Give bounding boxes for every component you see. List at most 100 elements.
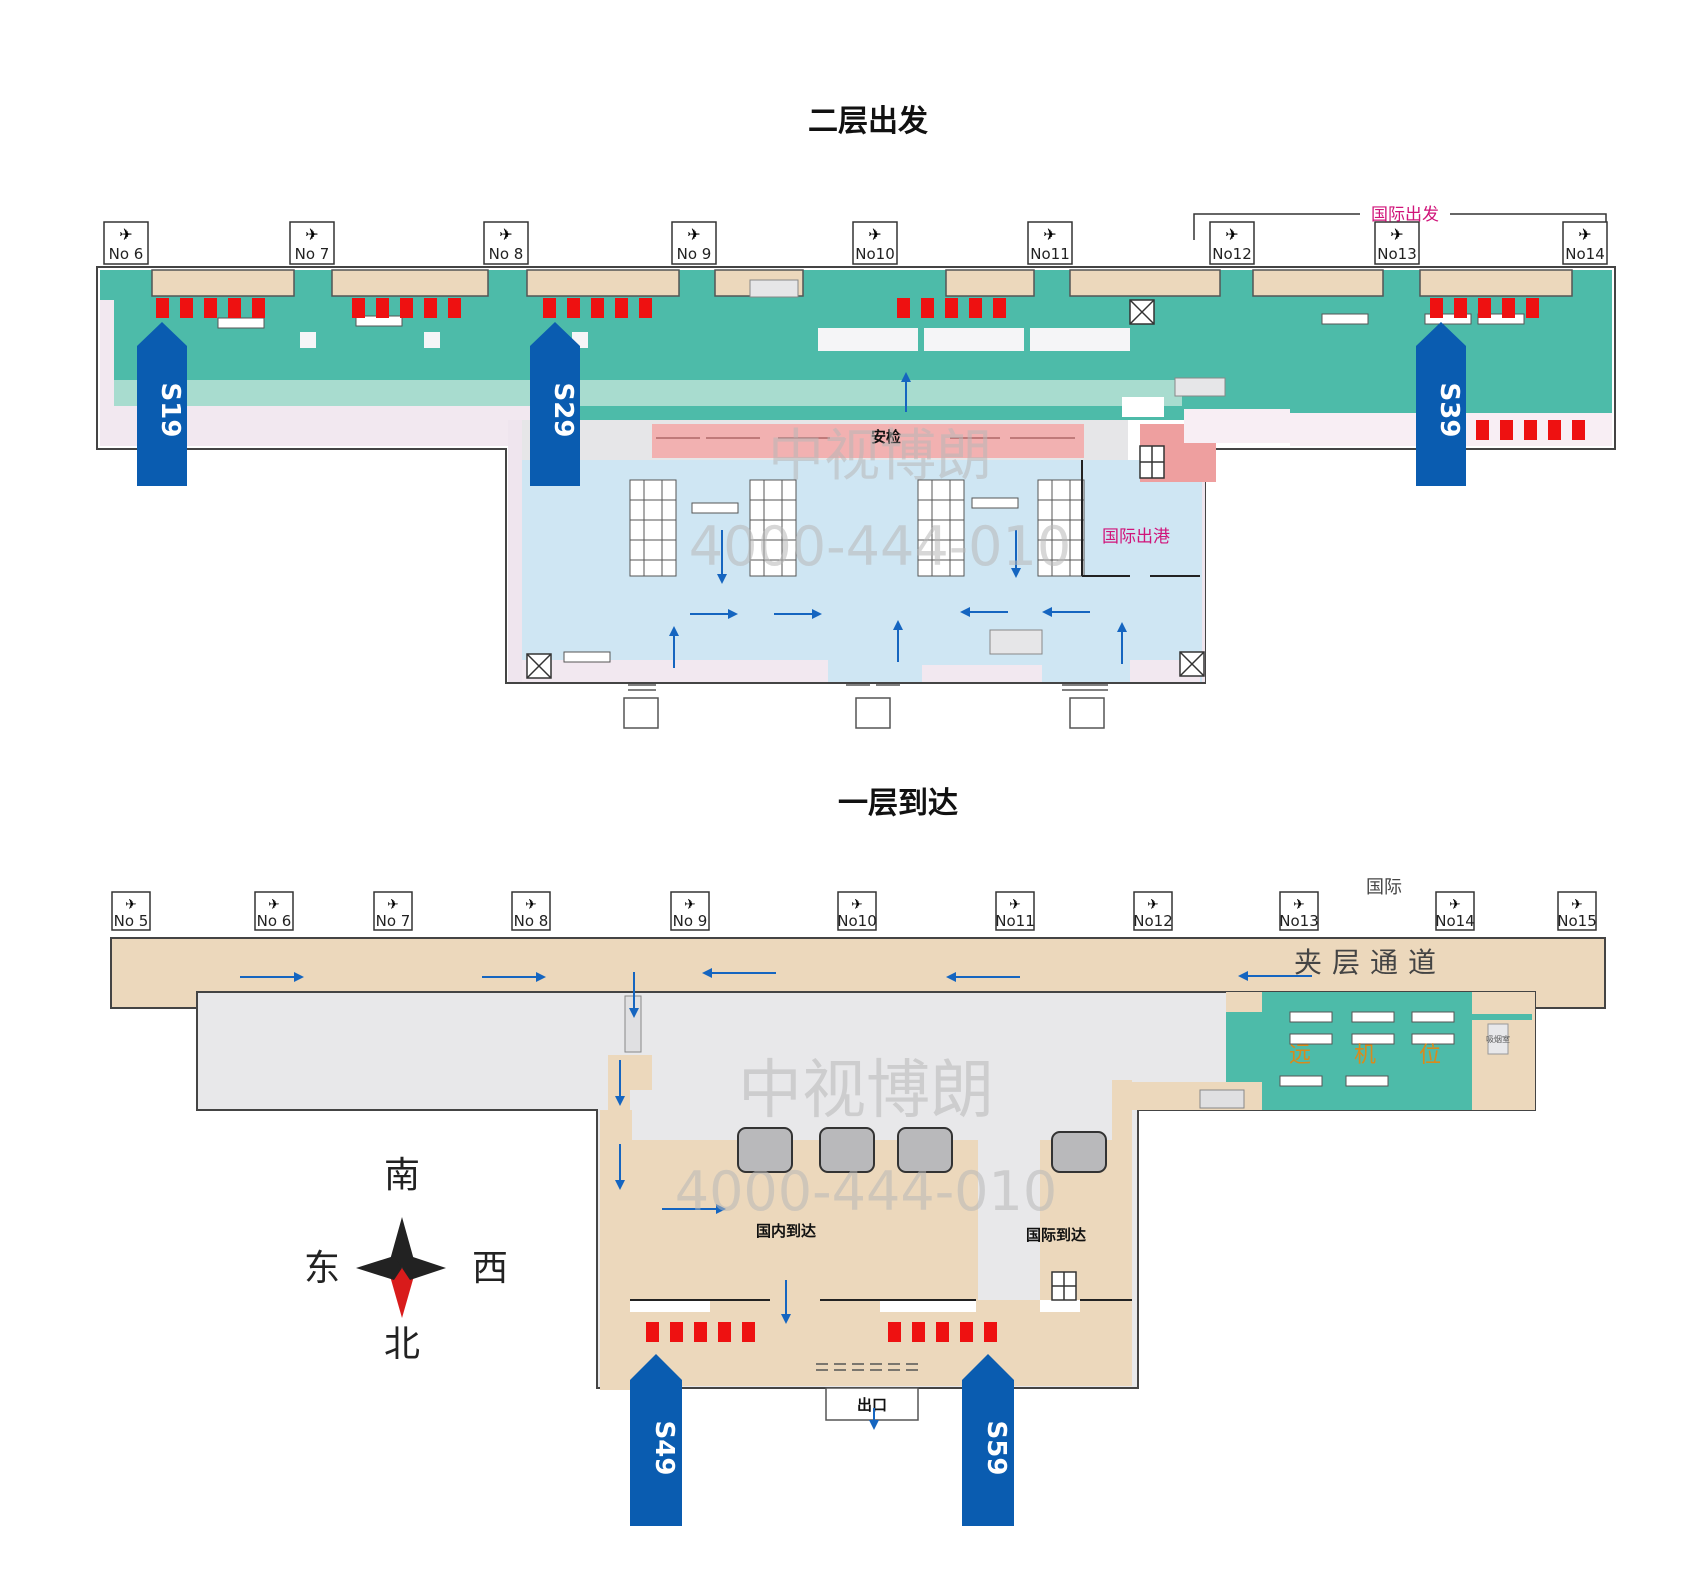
gate-marker: ✈No14 [1562, 221, 1608, 265]
svg-text:No15: No15 [1557, 912, 1597, 930]
gate-marker: ✈No10 [837, 891, 877, 931]
svg-text:✈: ✈ [499, 225, 512, 244]
svg-text:S39: S39 [1434, 383, 1464, 438]
svg-text:No 7: No 7 [295, 245, 330, 263]
gate-marker: ✈No 9 [670, 891, 710, 931]
gate-marker: ✈No11 [995, 891, 1035, 931]
gate-marker: ✈No 6 [254, 891, 294, 931]
svg-text:✈: ✈ [1293, 897, 1305, 913]
svg-text:No13: No13 [1279, 912, 1319, 930]
gate-marker: ✈No13 [1279, 891, 1319, 931]
svg-text:S59: S59 [981, 1421, 1011, 1476]
security-label: 安检 [871, 428, 901, 446]
svg-text:No11: No11 [1030, 245, 1070, 263]
svg-text:No 9: No 9 [677, 245, 712, 263]
intl-label: 国际 [1366, 877, 1402, 898]
domestic-arrival-label: 国内到达 [756, 1222, 816, 1240]
upper-gates: ✈No 6 ✈No 7 ✈No 8 ✈No 9 ✈No10 ✈No11 ✈No1… [103, 221, 1608, 265]
intl-port-label: 国际出港 [1102, 527, 1170, 547]
gate-marker: ✈No 8 [511, 891, 551, 931]
watermark-brand-upper: 中视博朗 [768, 424, 992, 489]
gate-marker: ✈No10 [852, 221, 898, 265]
svg-text:✈: ✈ [1043, 225, 1056, 244]
svg-text:✈: ✈ [1147, 897, 1159, 913]
compass-west: 西 [472, 1248, 508, 1289]
svg-text:✈: ✈ [125, 897, 137, 913]
svg-text:S19: S19 [155, 383, 185, 438]
svg-text:✈: ✈ [119, 225, 132, 244]
svg-text:✈: ✈ [1390, 225, 1403, 244]
svg-text:No 8: No 8 [514, 912, 549, 930]
gate-marker: ✈No11 [1027, 221, 1073, 265]
upper-flow-arrows [669, 372, 1127, 668]
media-marker-s59: S59 [962, 1354, 1014, 1526]
svg-text:✈: ✈ [305, 225, 318, 244]
svg-text:No11: No11 [995, 912, 1035, 930]
gate-marker: ✈No14 [1435, 891, 1475, 931]
compass-south: 南 [384, 1155, 420, 1196]
media-marker-s29: S29 [530, 322, 580, 486]
svg-text:No 6: No 6 [257, 912, 292, 930]
svg-text:No14: No14 [1565, 245, 1605, 263]
gate-marker: ✈No 7 [289, 221, 335, 265]
lower-title: 一层到达 [838, 786, 958, 821]
svg-text:✈: ✈ [684, 897, 696, 913]
lower-floor-plan [110, 937, 1606, 1421]
svg-text:No12: No12 [1133, 912, 1173, 930]
lower-ad-panels [646, 1322, 997, 1342]
svg-text:No14: No14 [1435, 912, 1475, 930]
compass-east: 东 [304, 1248, 340, 1289]
gate-marker: ✈No15 [1557, 891, 1597, 931]
gate-marker: ✈No13 [1374, 221, 1420, 265]
exit-label: 出口 [857, 1396, 887, 1414]
svg-text:✈: ✈ [268, 897, 280, 913]
svg-text:✈: ✈ [868, 225, 881, 244]
upper-floor-plan [96, 213, 1616, 729]
svg-text:No13: No13 [1377, 245, 1417, 263]
media-marker-s19: S19 [137, 322, 187, 486]
gate-marker: ✈No 8 [483, 221, 529, 265]
gate-marker: ✈No 7 [373, 891, 413, 931]
svg-text:✈: ✈ [851, 897, 863, 913]
remote-stand-label: 远 机 位 [1289, 1043, 1459, 1068]
media-marker-s49: S49 [630, 1354, 682, 1526]
svg-text:S29: S29 [548, 383, 578, 438]
svg-text:No 7: No 7 [376, 912, 411, 930]
svg-text:✈: ✈ [687, 225, 700, 244]
svg-text:No 5: No 5 [114, 912, 149, 930]
watermark-phone-lower: 4000-444-010 [675, 1160, 1058, 1223]
upper-title: 二层出发 [808, 104, 928, 139]
compass-north: 北 [384, 1324, 420, 1365]
svg-text:No 9: No 9 [673, 912, 708, 930]
svg-text:No10: No10 [837, 912, 877, 930]
intl-arrival-label: 国际到达 [1026, 1226, 1086, 1244]
svg-text:✈: ✈ [387, 897, 399, 913]
svg-text:S49: S49 [649, 1421, 679, 1476]
watermark-brand-lower: 中视博朗 [738, 1054, 994, 1128]
gate-marker: ✈No12 [1133, 891, 1173, 931]
svg-text:No 6: No 6 [109, 245, 144, 263]
lower-flow-arrows [240, 968, 1312, 1430]
media-marker-s39: S39 [1416, 322, 1466, 486]
svg-text:No 8: No 8 [489, 245, 524, 263]
upper-ad-panels [156, 298, 1585, 440]
svg-text:✈: ✈ [1225, 225, 1238, 244]
intl-departure-label: 国际出发 [1371, 205, 1439, 225]
smoking-room-label: 吸烟室 [1486, 1034, 1510, 1044]
gate-marker: ✈No 9 [671, 221, 717, 265]
corridor-label: 夹层通道 [1294, 946, 1446, 979]
svg-text:✈: ✈ [1009, 897, 1021, 913]
gate-marker: ✈No12 [1209, 221, 1255, 265]
svg-text:No10: No10 [855, 245, 895, 263]
lower-gates: ✈No 5 ✈No 6 ✈No 7 ✈No 8 ✈No 9 ✈No10 ✈No1… [111, 891, 1597, 931]
svg-text:✈: ✈ [525, 897, 537, 913]
gate-marker: ✈No 5 [111, 891, 151, 931]
svg-text:✈: ✈ [1571, 897, 1583, 913]
watermark-phone-upper: 4000-444-010 [689, 515, 1072, 578]
svg-text:No12: No12 [1212, 245, 1252, 263]
compass-rose: 南 东 西 北 [304, 1155, 508, 1365]
svg-text:✈: ✈ [1449, 897, 1461, 913]
gate-marker: ✈No 6 [103, 221, 149, 265]
svg-text:✈: ✈ [1578, 225, 1591, 244]
